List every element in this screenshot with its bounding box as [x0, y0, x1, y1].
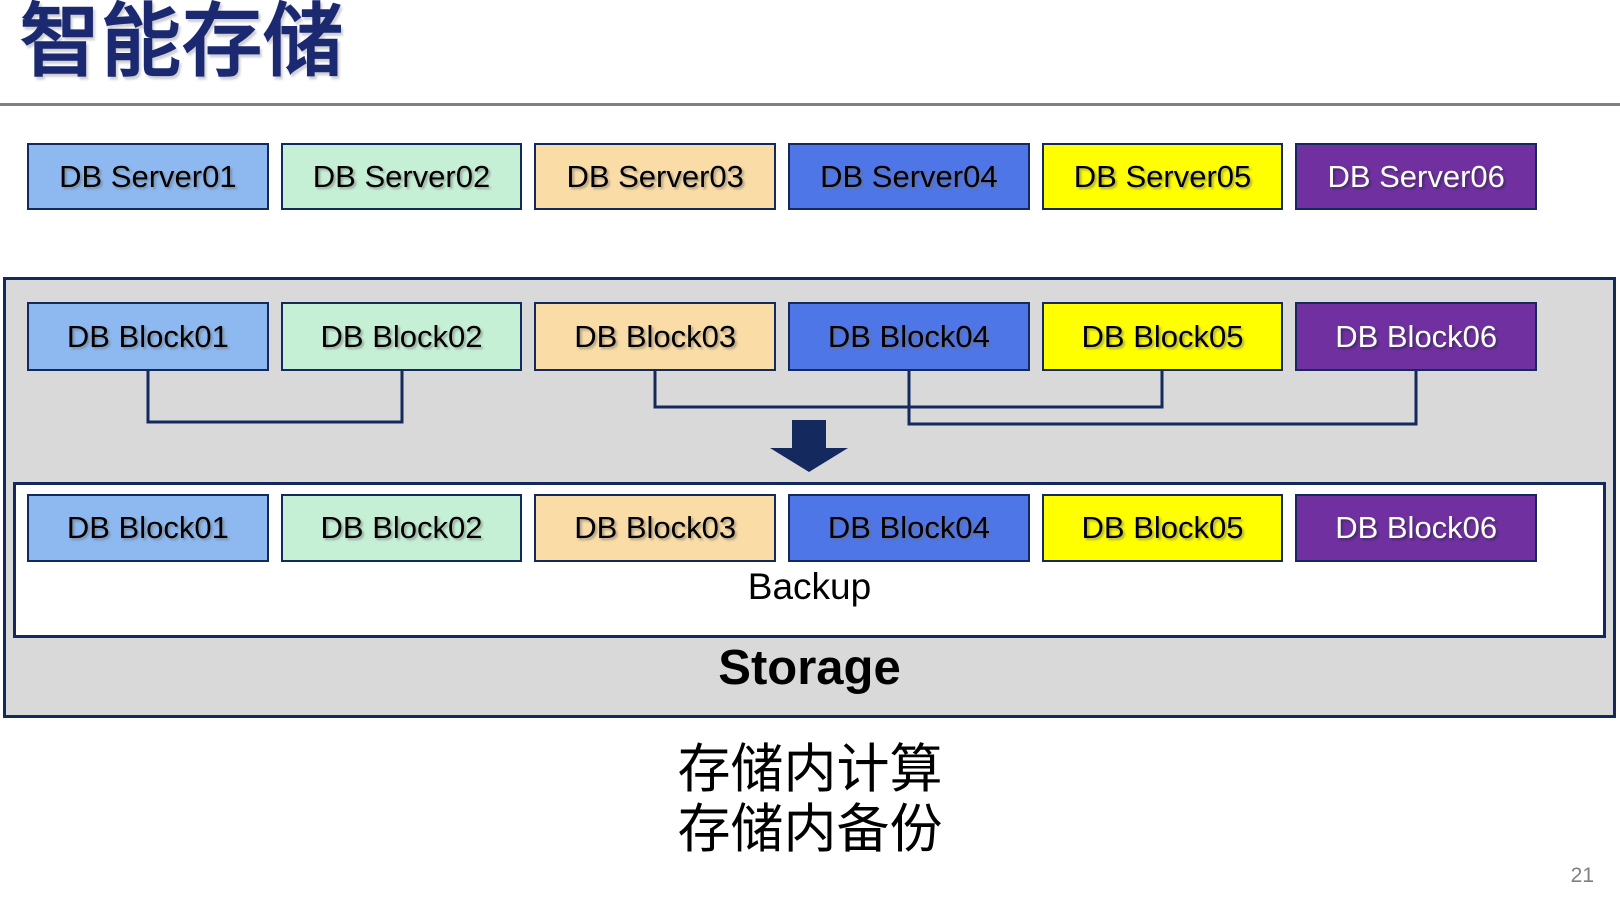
db-block06-box: DB Block06 — [1295, 302, 1538, 371]
caption-line-2: 存储内备份 — [677, 800, 943, 859]
backup-block-row: DB Block01 DB Block02 DB Block03 DB Bloc… — [27, 494, 1538, 562]
db-server06-box: DB Server06 — [1295, 143, 1538, 210]
db-block04-box: DB Block04 — [788, 302, 1030, 371]
backup-db-block03-box: DB Block03 — [534, 494, 777, 562]
db-block03-box: DB Block03 — [534, 302, 777, 371]
backup-db-block04-box: DB Block04 — [788, 494, 1030, 562]
db-server03-box: DB Server03 — [534, 143, 777, 210]
storage-label: Storage — [718, 641, 901, 695]
storage-top-block-row: DB Block01 DB Block02 DB Block03 DB Bloc… — [27, 302, 1538, 371]
server-row: DB Server01 DB Server02 DB Server03 DB S… — [27, 143, 1538, 210]
page-title: 智能存储 — [20, 0, 344, 86]
backup-db-block01-box: DB Block01 — [27, 494, 269, 562]
db-block01-box: DB Block01 — [27, 302, 269, 371]
db-block02-box: DB Block02 — [280, 302, 523, 371]
page-number: 21 — [1570, 864, 1594, 887]
db-block05-box: DB Block05 — [1041, 302, 1284, 371]
backup-db-block05-box: DB Block05 — [1041, 494, 1284, 562]
db-server01-box: DB Server01 — [27, 143, 269, 210]
title-divider — [0, 103, 1620, 106]
db-server04-box: DB Server04 — [788, 143, 1030, 210]
caption-text: 存储内计算 存储内备份 — [0, 740, 1620, 860]
backup-db-block06-box: DB Block06 — [1295, 494, 1538, 562]
backup-label: Backup — [747, 566, 872, 607]
backup-db-block02-box: DB Block02 — [280, 494, 523, 562]
db-server02-box: DB Server02 — [280, 143, 523, 210]
caption-line-1: 存储内计算 — [677, 740, 943, 799]
db-server05-box: DB Server05 — [1041, 143, 1284, 210]
